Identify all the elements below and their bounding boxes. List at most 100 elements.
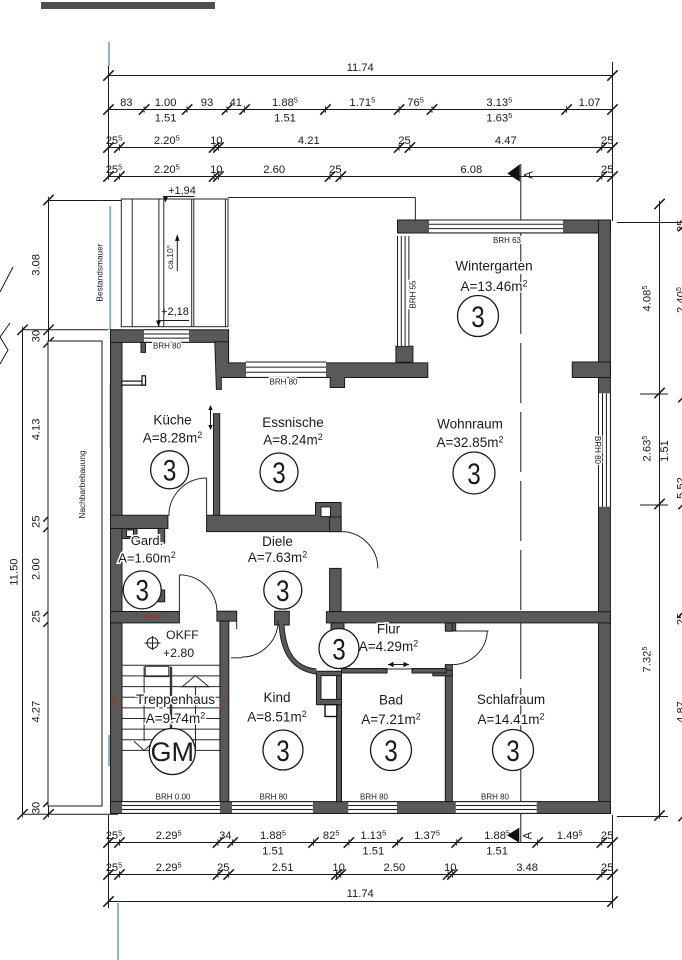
- svg-text:BRH 55: BRH 55: [409, 280, 418, 309]
- svg-text:4.085: 4.085: [640, 286, 654, 312]
- svg-text:F90: F90: [218, 697, 227, 710]
- svg-text:1.51: 1.51: [262, 846, 284, 858]
- svg-text:BRH 63: BRH 63: [493, 236, 522, 245]
- svg-text:A=4.29m2: A=4.29m2: [359, 639, 418, 655]
- svg-text:4.27: 4.27: [31, 701, 43, 723]
- svg-text:A=9.74m2: A=9.74m2: [146, 711, 205, 727]
- svg-text:2.50: 2.50: [384, 862, 406, 874]
- svg-text:41: 41: [230, 97, 242, 109]
- svg-text:3.08: 3.08: [31, 254, 43, 276]
- svg-text:A=7.63m2: A=7.63m2: [248, 550, 307, 566]
- svg-text:Küche: Küche: [153, 413, 191, 428]
- svg-text:255: 255: [106, 133, 123, 147]
- svg-text:+1,94: +1,94: [168, 185, 196, 197]
- svg-text:Nachbarbebauung: Nachbarbebauung: [77, 450, 87, 519]
- svg-text:11.50: 11.50: [8, 558, 20, 585]
- svg-text:3.48: 3.48: [516, 862, 538, 874]
- svg-text:+2.80: +2.80: [163, 646, 194, 660]
- svg-text:A: A: [524, 171, 536, 179]
- svg-text:11.74: 11.74: [347, 888, 374, 900]
- svg-text:5.52: 5.52: [676, 477, 682, 499]
- svg-text:BRH 0.00: BRH 0.00: [156, 793, 191, 802]
- svg-text:3: 3: [467, 458, 481, 491]
- svg-text:4.47: 4.47: [495, 135, 517, 147]
- svg-text:4.13: 4.13: [31, 419, 43, 441]
- svg-text:93: 93: [201, 97, 213, 109]
- svg-text:3: 3: [272, 457, 286, 490]
- svg-text:Wintergarten: Wintergarten: [455, 259, 532, 274]
- svg-text:83: 83: [120, 97, 132, 109]
- svg-text:2.205: 2.205: [154, 133, 180, 147]
- svg-text:3: 3: [163, 455, 177, 488]
- svg-text:3: 3: [506, 735, 520, 768]
- svg-text:1.635: 1.635: [486, 111, 512, 125]
- svg-text:25: 25: [329, 164, 341, 176]
- svg-text:1.495: 1.495: [557, 828, 583, 842]
- svg-text:10: 10: [332, 862, 344, 874]
- svg-text:BRH 80: BRH 80: [481, 793, 510, 802]
- svg-text:2.60: 2.60: [263, 164, 285, 176]
- svg-text:+2,18: +2,18: [161, 306, 189, 318]
- svg-text:A=8.51m2: A=8.51m2: [247, 709, 306, 725]
- svg-text:255: 255: [106, 162, 123, 176]
- svg-text:25: 25: [601, 830, 613, 842]
- svg-text:2.295: 2.295: [156, 828, 182, 842]
- svg-text:1.715: 1.715: [349, 95, 375, 109]
- svg-text:1.885: 1.885: [484, 828, 510, 842]
- svg-text:BRH 80: BRH 80: [360, 793, 389, 802]
- svg-text:A=14.41m2: A=14.41m2: [478, 712, 545, 728]
- svg-text:1.51: 1.51: [659, 440, 671, 462]
- svg-text:25: 25: [601, 164, 613, 176]
- svg-text:BRH 80: BRH 80: [593, 436, 602, 465]
- svg-text:2.00: 2.00: [31, 558, 43, 580]
- svg-text:30: 30: [31, 330, 43, 342]
- svg-text:Diele: Diele: [262, 534, 293, 549]
- svg-text:3: 3: [276, 735, 290, 768]
- svg-text:A=7.21m2: A=7.21m2: [361, 712, 420, 728]
- svg-text:6.08: 6.08: [460, 164, 482, 176]
- svg-text:1.885: 1.885: [260, 828, 286, 842]
- svg-text:3: 3: [471, 301, 485, 334]
- svg-text:Bestandsmauer: Bestandsmauer: [95, 243, 105, 301]
- svg-text:7.325: 7.325: [640, 647, 654, 673]
- svg-text:3: 3: [135, 575, 149, 608]
- svg-text:A=8.24m2: A=8.24m2: [263, 432, 322, 448]
- svg-text:F90: F90: [109, 696, 118, 709]
- svg-text:BRH 80: BRH 80: [153, 342, 182, 351]
- svg-text:2.205: 2.205: [154, 162, 180, 176]
- svg-text:1.135: 1.135: [360, 828, 386, 842]
- svg-text:4.21: 4.21: [298, 135, 320, 147]
- svg-text:10: 10: [210, 164, 222, 176]
- svg-text:765: 765: [407, 95, 424, 109]
- svg-text:2.635: 2.635: [640, 436, 654, 462]
- svg-text:ca.10°: ca.10°: [165, 245, 175, 269]
- svg-text:3: 3: [384, 735, 398, 768]
- svg-text:3.135: 3.135: [486, 95, 512, 109]
- svg-text:Gard.: Gard.: [131, 533, 164, 548]
- svg-text:25: 25: [601, 135, 613, 147]
- svg-text:1.51: 1.51: [155, 113, 177, 125]
- svg-text:3: 3: [276, 575, 290, 608]
- svg-text:4.87: 4.87: [676, 701, 682, 723]
- svg-text:825: 825: [323, 828, 340, 842]
- svg-text:34: 34: [219, 830, 231, 842]
- svg-text:OKFF: OKFF: [166, 628, 199, 642]
- svg-text:A: A: [522, 832, 534, 840]
- svg-text:A=32.85m2: A=32.85m2: [437, 435, 504, 451]
- svg-text:1.51: 1.51: [274, 113, 296, 125]
- svg-text:1.07: 1.07: [579, 97, 601, 109]
- svg-text:2.295: 2.295: [156, 860, 182, 874]
- svg-text:25: 25: [398, 135, 410, 147]
- svg-text:1.00: 1.00: [155, 97, 177, 109]
- svg-text:F90: F90: [146, 612, 159, 621]
- svg-text:25: 25: [676, 220, 682, 232]
- svg-text:1.885: 1.885: [272, 95, 298, 109]
- svg-text:A=1.60m2: A=1.60m2: [118, 550, 175, 566]
- svg-text:A=13.46m2: A=13.46m2: [461, 279, 528, 295]
- svg-text:11.74: 11.74: [347, 62, 374, 74]
- svg-text:10: 10: [444, 862, 456, 874]
- svg-text:GM: GM: [151, 737, 195, 767]
- svg-text:Flur: Flur: [377, 622, 401, 637]
- svg-text:Wohnraum: Wohnraum: [437, 417, 503, 432]
- svg-text:Kind: Kind: [263, 690, 290, 705]
